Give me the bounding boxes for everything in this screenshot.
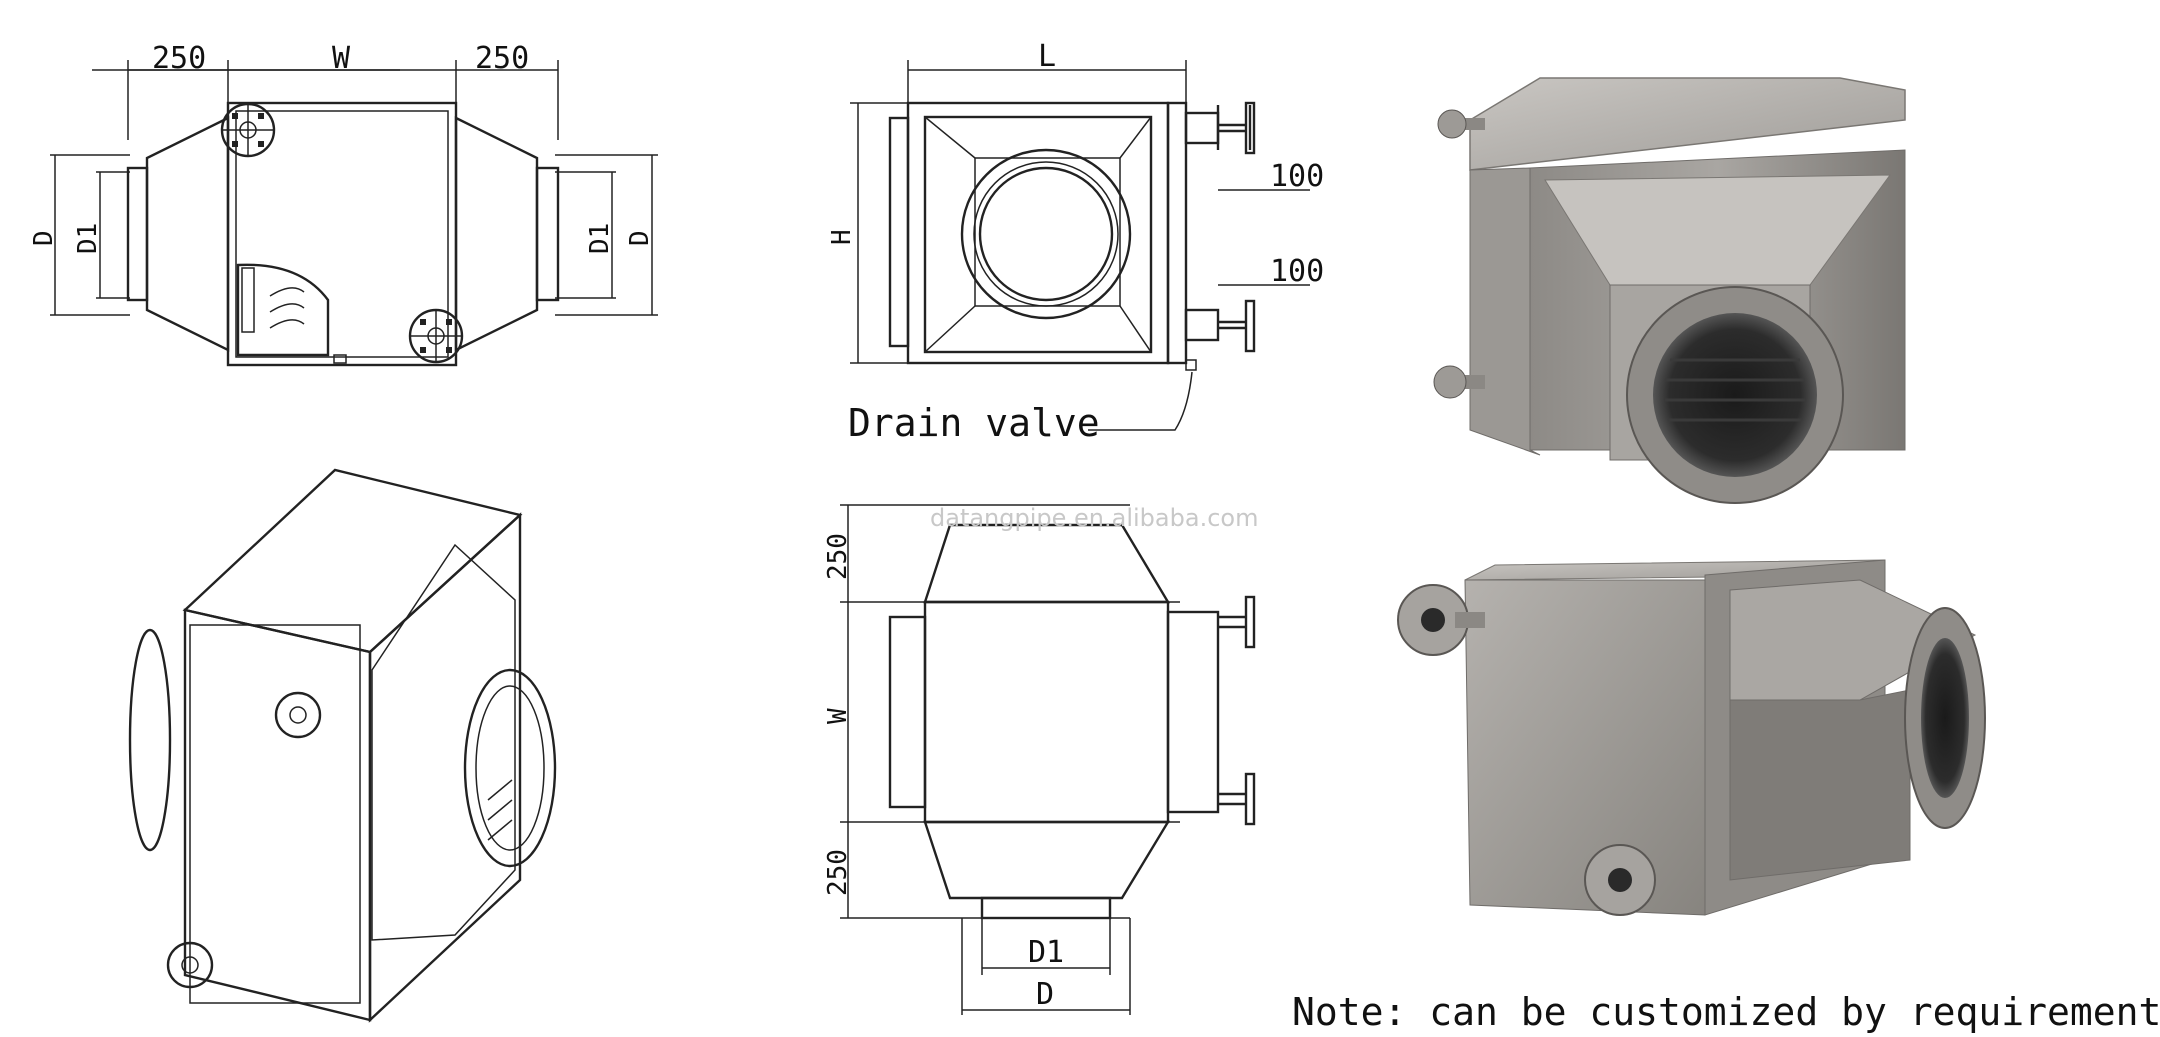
dim-h: H (827, 229, 857, 245)
watermark: datangpipe.en.alibaba.com (930, 504, 1258, 532)
dim-250-bottom: 250 (823, 849, 853, 896)
product-photo-top (1433, 77, 1906, 504)
top-view-drawing (840, 504, 1256, 1015)
product-photo-bottom (1397, 559, 1986, 916)
dim-250-right: 250 (475, 41, 529, 76)
dim-100-top: 100 (1270, 159, 1324, 194)
isometric-drawing (128, 468, 557, 1023)
dim-100-bottom: 100 (1270, 254, 1324, 289)
dim-d1-right: D1 (585, 223, 615, 254)
dim-l: L (1038, 39, 1056, 74)
dim-w-side: W (823, 708, 853, 724)
dim-d-left: D (29, 230, 59, 246)
drain-valve-label: Drain valve (848, 401, 1100, 445)
dim-d1-left: D1 (73, 223, 103, 254)
dim-w-top: W (332, 41, 351, 76)
dim-250-top: 250 (823, 533, 853, 580)
customization-note: Note: can be customized by requirements (1292, 990, 2160, 1034)
dim-d1-bottom: D1 (1028, 935, 1064, 970)
dim-250-left: 250 (152, 41, 206, 76)
dim-d-right: D (625, 230, 655, 246)
front-view-drawing (50, 60, 658, 367)
dim-d-bottom: D (1036, 977, 1054, 1012)
side-view-drawing (850, 60, 1310, 431)
